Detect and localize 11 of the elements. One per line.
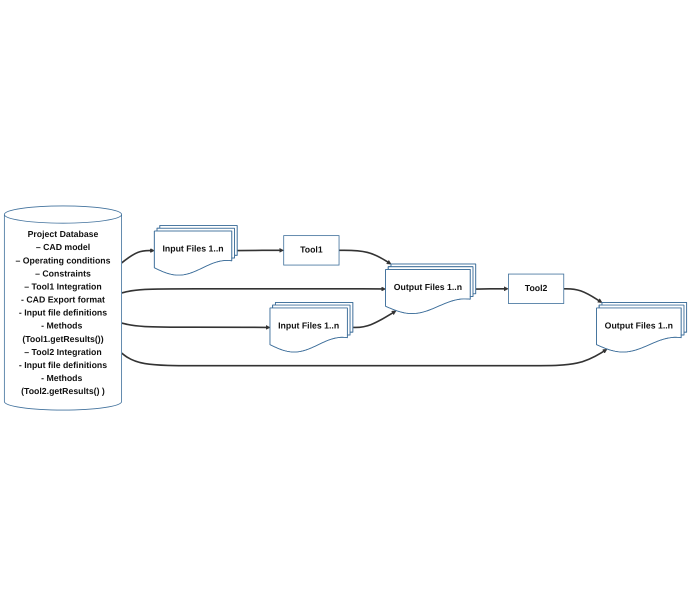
- arrow: [121, 286, 386, 294]
- arrow: [339, 250, 392, 264]
- arrow: [121, 248, 155, 264]
- arrow: [476, 286, 509, 292]
- arrow: [353, 310, 396, 328]
- node-box: Tool1: [283, 235, 340, 266]
- node-box: Tool2: [508, 274, 564, 304]
- arrow: [121, 322, 270, 330]
- arrow: [564, 288, 602, 303]
- arrow: [237, 248, 284, 253]
- arrow: [121, 348, 608, 366]
